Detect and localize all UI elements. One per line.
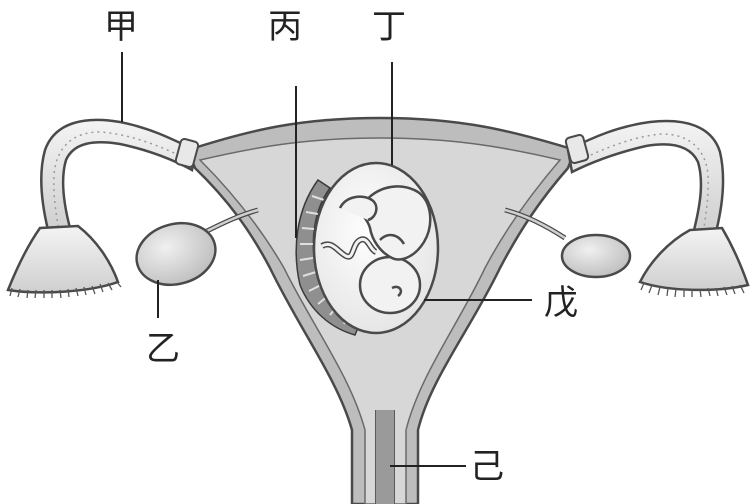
label-bing: 丙: [268, 7, 302, 47]
label-wu: 戊: [544, 283, 578, 323]
right-oviduct: [568, 121, 723, 232]
left-fimbria: [8, 226, 118, 292]
right-fimbria: [640, 228, 748, 290]
left-oviduct: [41, 120, 195, 230]
vagina-lumen: [376, 410, 394, 504]
label-ji: 己: [470, 447, 504, 487]
left-ovary: [130, 215, 223, 294]
label-jia: 甲: [104, 7, 138, 47]
right-ovary: [562, 235, 630, 277]
label-ding: 丁: [372, 7, 406, 47]
label-yi: 乙: [146, 329, 180, 369]
